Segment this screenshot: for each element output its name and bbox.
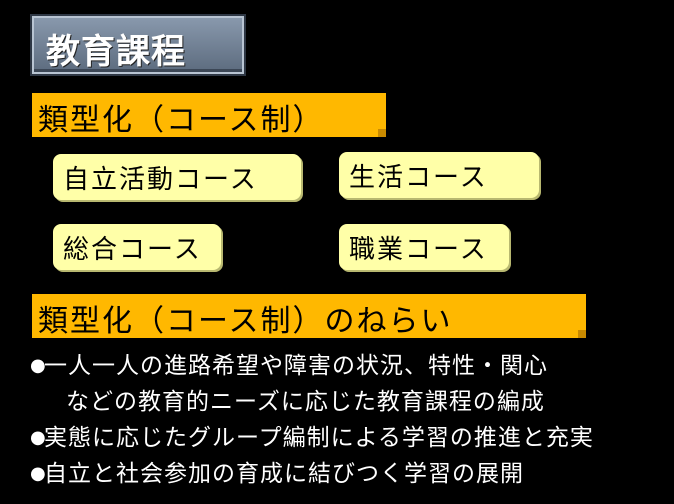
course-label: 生活コース [349,163,488,193]
course-box-shokugyo: 職業コース [339,224,509,270]
course-box-seikatsu: 生活コース [339,152,539,198]
course-box-jiritsu-katsudo: 自立活動コース [53,154,301,200]
aims-list: ●一人一人の進路希望や障害の状況、特性・関心 などの教育的ニーズに応じた教育課程… [30,346,670,490]
aim-item: ●実態に応じたグループ編制による学習の推進と充実 [30,418,670,454]
aim-text: 自立と社会参加の育成に結びつく学習の展開 [44,461,524,487]
course-label: 総合コース [63,235,202,265]
aim-item: ●一人一人の進路希望や障害の状況、特性・関心 [30,346,670,382]
aim-item-continuation: などの教育的ニーズに応じた教育課程の編成 [30,382,670,418]
course-label: 職業コース [349,235,488,265]
aim-text: 実態に応じたグループ編制による学習の推進と充実 [44,425,594,451]
section-heading-text: 類型化（コース制） [38,103,325,138]
title-box: 教育課程 [30,14,246,76]
bullet-icon: ● [30,355,47,376]
bullet-icon: ● [30,463,47,484]
banner-fold-corner [578,330,586,338]
page-title: 教育課程 [46,32,186,72]
aim-item: ●自立と社会参加の育成に結びつく学習の展開 [30,454,670,490]
bullet-icon: ● [30,427,47,448]
aim-text: 一人一人の進路希望や障害の状況、特性・関心 [44,353,548,379]
course-label: 自立活動コース [63,165,258,195]
course-box-sogo: 総合コース [53,224,221,270]
banner-fold-corner [378,129,386,137]
aim-text: などの教育的ニーズに応じた教育課程の編成 [66,389,545,415]
section-heading-aims: 類型化（コース制）のねらい [32,294,586,339]
section-heading-text: 類型化（コース制）のねらい [38,304,453,339]
section-heading-course-system: 類型化（コース制） [32,93,386,138]
